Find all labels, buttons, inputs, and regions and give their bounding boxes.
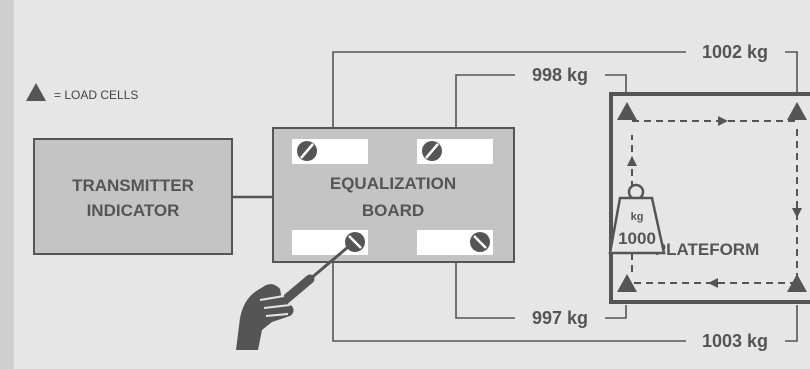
arrow-up-icon [627, 156, 637, 166]
arrow-right-icon [718, 116, 728, 126]
equalization-board: EQUALIZATION BOARD [272, 127, 515, 263]
legend-text: = LOAD CELLS [54, 88, 138, 102]
transmitter-label-line2: INDICATOR [87, 201, 180, 220]
wire-bottom-inner-end [605, 305, 627, 319]
board-label-line2: BOARD [362, 201, 424, 220]
transmitter-label-line1: TRANSMITTER [72, 176, 194, 195]
wire-top-inner [455, 74, 515, 128]
screw-icon [470, 232, 490, 252]
arrow-down-icon [792, 208, 802, 218]
wire-bottom-outer-end [785, 305, 798, 342]
wire-top-inner-end [605, 74, 627, 94]
wire-bottom-inner [455, 262, 515, 319]
test-weight-icon: kg 1000 [608, 183, 666, 255]
left-edge-panel [0, 0, 14, 369]
transmitter-indicator: TRANSMITTER INDICATOR [33, 138, 233, 255]
arrow-left-icon [708, 278, 718, 288]
platform-frame [609, 92, 810, 304]
hand-screwdriver-icon [236, 245, 349, 350]
wire-bottom-outer [332, 262, 686, 342]
reading-bottom-inner: 997 kg [532, 308, 588, 328]
legend: = LOAD CELLS [26, 83, 138, 102]
load-cell-legend-icon [26, 83, 46, 101]
board-label-line1: EQUALIZATION [330, 174, 456, 193]
screw-icon [297, 141, 317, 161]
wire-top-outer-end [785, 51, 798, 94]
load-cell-icon [617, 274, 637, 292]
weight-unit: kg [631, 211, 644, 223]
screw-icon [345, 232, 365, 252]
wiring [232, 51, 798, 342]
screw-icon [422, 141, 442, 161]
reading-bottom-outer: 1003 kg [702, 331, 768, 351]
load-cell-icon [787, 274, 807, 292]
reading-top-inner: 998 kg [532, 65, 588, 85]
wire-top-outer [332, 51, 686, 128]
weight-value: 1000 [618, 229, 656, 248]
platform-label: PLATEFORM [655, 240, 760, 259]
platform: PLATEFORM [609, 92, 810, 304]
reading-top-outer: 1002 kg [702, 42, 768, 62]
load-cell-icon [617, 102, 637, 120]
load-cell-icon [787, 102, 807, 120]
